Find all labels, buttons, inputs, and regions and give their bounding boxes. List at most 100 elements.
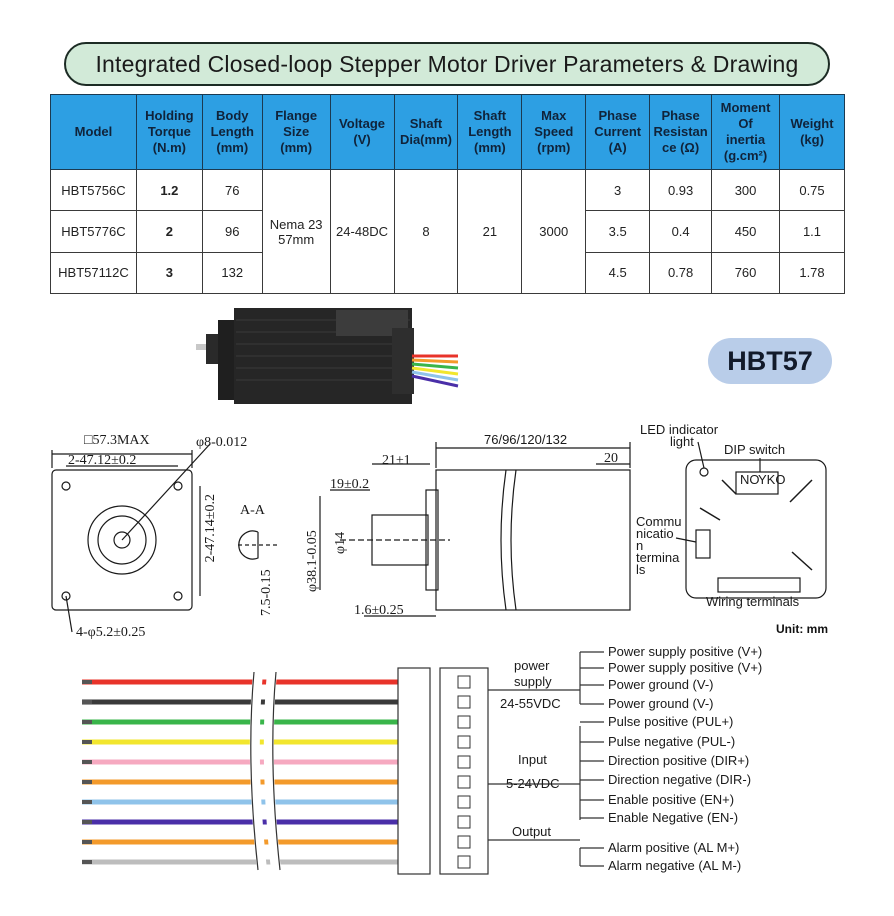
header-line: Max (541, 107, 567, 123)
flange-line2: 57mm (278, 231, 315, 247)
header-line: Torque (147, 123, 191, 139)
square-dim: □57.3MAX (84, 433, 150, 448)
connector-pin (457, 815, 471, 829)
flange-line1: Nema 23 (269, 216, 323, 232)
header-line: Flange (275, 107, 318, 123)
header-line: Body (216, 107, 249, 123)
torque-cell: 2 (135, 210, 203, 253)
model-badge: HBT57 (708, 338, 832, 384)
resistance-cell: 0.78 (649, 251, 713, 295)
model-cell: HBT57112C (50, 251, 137, 295)
flange-cell: Nema 23 57mm (261, 169, 331, 294)
wire-tip (82, 760, 92, 764)
connector-pins (457, 675, 471, 869)
connector-pin (457, 855, 471, 869)
mount-hole-dim: 4-φ5.2±0.25 (76, 625, 145, 640)
inertia-cell: 450 (711, 210, 780, 253)
wiring-diagram: power supply 24-55VDC Input 5-24VDC Outp… (82, 644, 762, 875)
voltage-cell: 24-48DC (329, 169, 395, 294)
signal-label: Enable Negative (EN-) (608, 810, 738, 825)
connector-pin (457, 735, 471, 749)
column-header: Voltage(V) (329, 94, 395, 170)
comm-label-line: ls (636, 562, 646, 577)
signal-label: Power ground (V-) (608, 696, 714, 711)
led-label-line1: LED indicator (640, 422, 719, 437)
signal-label: Pulse negative (PUL-) (608, 734, 735, 749)
weight-cell: 0.75 (779, 168, 845, 212)
input-voltage: 5-24VDC (506, 776, 559, 791)
inertia-cell: 760 (711, 251, 780, 295)
connector-pin (457, 695, 471, 709)
header-line: (kg) (800, 132, 824, 147)
connector-pin (457, 715, 471, 729)
flat-length-dim: 19±0.2 (330, 477, 369, 492)
shaft-dia-cell: 8 (393, 169, 459, 294)
technical-drawing: □57.3MAX 2-47.12±0.2 φ8-0.012 2-47.14±0.… (51, 422, 827, 640)
inertia-cell: 300 (711, 168, 780, 212)
section-label: A-A (240, 503, 266, 518)
signal-label: Power ground (V-) (608, 677, 714, 692)
signal-label: Power supply positive (V+) (608, 660, 762, 675)
shaft-length-dim: 21±1 (382, 453, 411, 468)
shaft-phi-dim: φ14 (333, 532, 348, 554)
dip-on-label: NO (740, 472, 760, 487)
header-line: Of (738, 115, 753, 131)
header-line: (mm) (280, 140, 313, 156)
current-cell: 3.5 (585, 210, 651, 253)
wire-tip (82, 820, 92, 824)
input-group-label: Input (518, 752, 547, 767)
connector-plug (439, 667, 489, 875)
connector-pin (457, 795, 471, 809)
flat-dimension: 7.5-0.15 (259, 569, 274, 616)
comm-label-line: nicatio (636, 526, 674, 541)
connector-housing (397, 667, 431, 875)
header-line: inertia (726, 132, 766, 147)
power-voltage: 24-55VDC (500, 696, 561, 711)
length-cell: 76 (201, 168, 263, 212)
header-line: Weight (790, 115, 834, 131)
led-label-line2: light (670, 434, 694, 449)
model-cell: HBT5756C (50, 168, 137, 212)
dip-brand-label: YKO (758, 472, 785, 487)
wire-tip (82, 740, 92, 744)
power-group-line1: power (514, 658, 550, 673)
page-title: Integrated Closed-loop Stepper Motor Dri… (64, 42, 830, 86)
header-line: (rpm) (537, 140, 571, 156)
resistance-cell: 0.4 (649, 210, 713, 253)
header-line: Model (74, 123, 113, 139)
comm-label-line: Commu (636, 514, 682, 529)
connector-pin (457, 675, 471, 689)
hole-spacing-h: 2-47.12±0.2 (68, 453, 136, 468)
column-header: Model (50, 94, 137, 170)
length-cell: 96 (201, 210, 263, 253)
length-cell: 132 (201, 251, 263, 295)
header-line: Voltage (339, 115, 386, 131)
signal-label: Power supply positive (V+) (608, 644, 762, 659)
torque-cell: 3 (135, 251, 203, 295)
resistance-cell: 0.93 (649, 168, 713, 212)
header-line: Resistan (653, 123, 708, 139)
header-line: Moment (720, 99, 771, 115)
header-line: Current (594, 123, 642, 139)
front-view-outline (51, 469, 193, 611)
connector-pin (457, 835, 471, 849)
wire-tip (82, 680, 92, 684)
comm-label-line: n (636, 538, 643, 553)
header-line: (g.cm²) (723, 148, 768, 164)
wire-tip (82, 700, 92, 704)
signal-label: Enable positive (EN+) (608, 792, 734, 807)
header-line: Holding (145, 107, 194, 123)
header-line: (A) (608, 140, 627, 156)
signal-label: Pulse positive (PUL+) (608, 714, 733, 729)
rear-length-dim: 20 (604, 451, 618, 466)
